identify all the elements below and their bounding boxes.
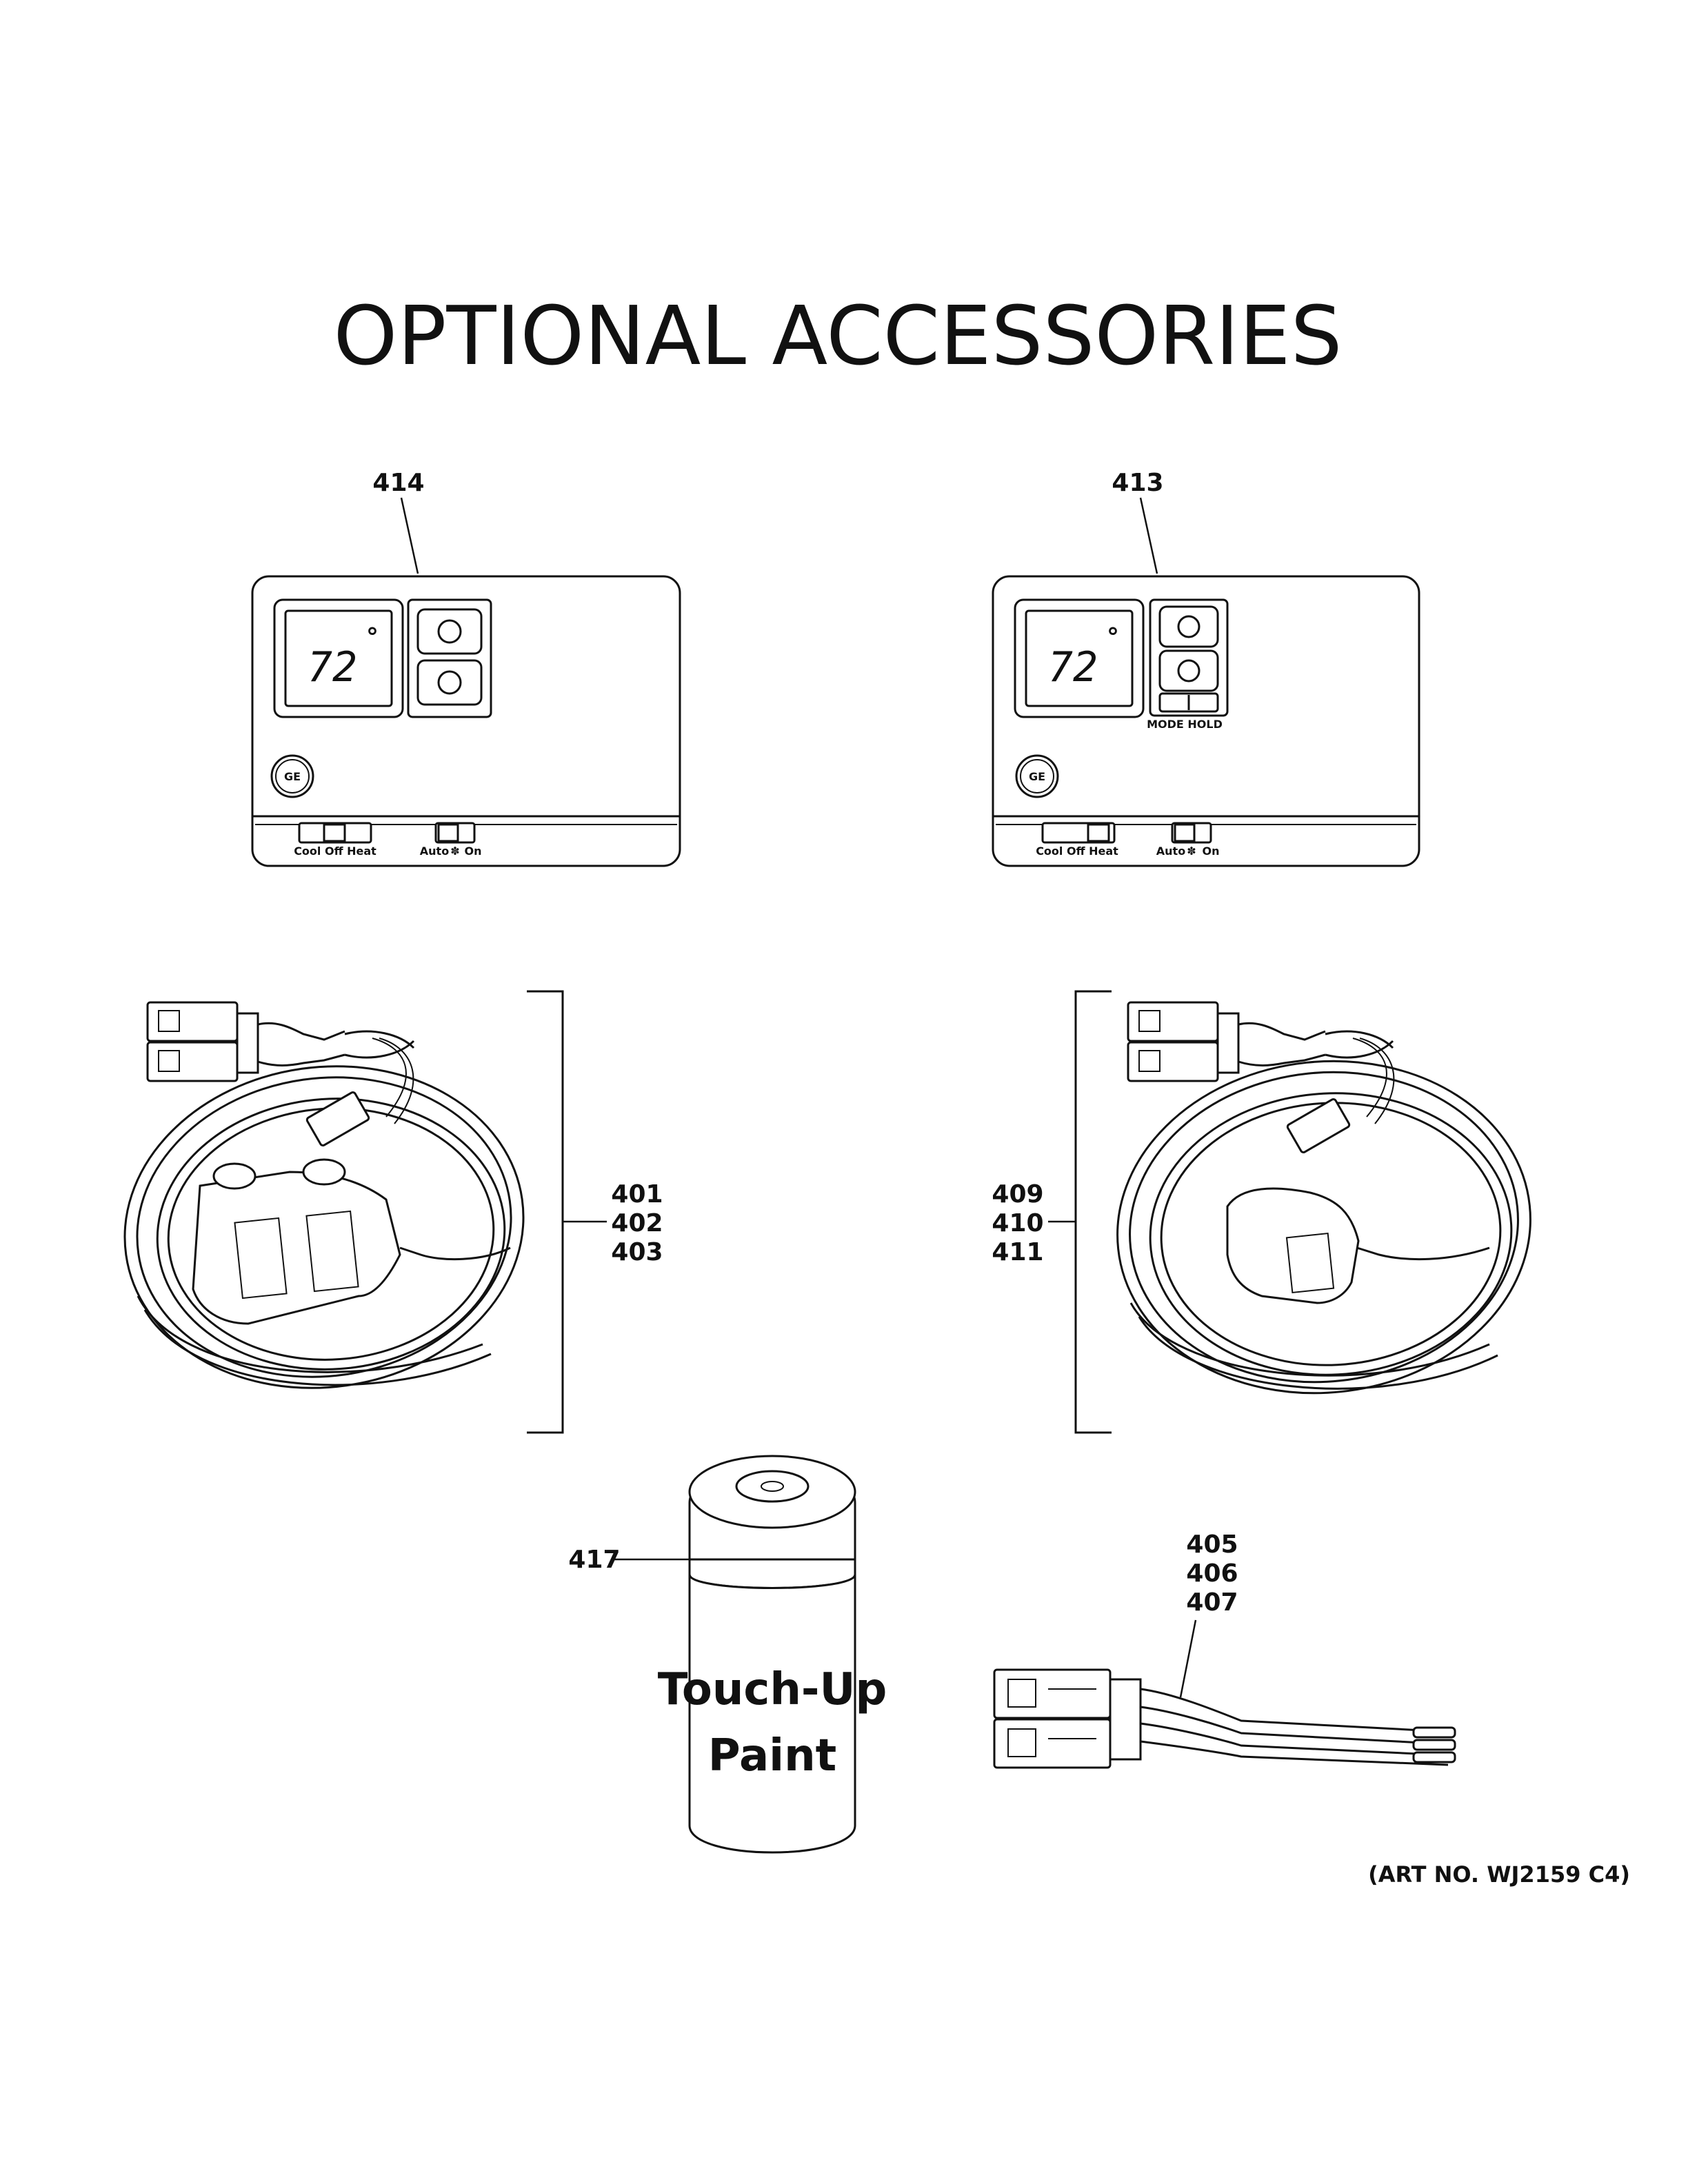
mode-switch[interactable] <box>298 822 372 844</box>
callout-409: 409 <box>992 1180 1043 1209</box>
callout-413: 413 <box>1112 469 1163 497</box>
small-plug-icon <box>305 1038 414 1146</box>
fan-icon: ✽ <box>1187 845 1196 858</box>
harness-connector <box>1127 1001 1326 1082</box>
callout-411: 411 <box>992 1238 1043 1266</box>
fan-icon: ✽ <box>450 845 459 858</box>
wire-connector-harness: 405 406 407 <box>993 1530 1456 1769</box>
callout-402: 402 <box>611 1209 663 1237</box>
touch-up-paint-can: Touch-Up Paint 417 <box>568 1455 887 1854</box>
fan-switch-label-on: On <box>1203 845 1220 858</box>
harness-connector <box>146 1001 345 1082</box>
mode-switch[interactable] <box>1041 822 1116 844</box>
fan-switch[interactable] <box>434 822 476 844</box>
lcd-degree: ° <box>1107 623 1119 651</box>
svg-text:GE: GE <box>284 770 301 783</box>
art-number: (ART NO. WJ2159 C4) <box>1368 1861 1630 1888</box>
down-button[interactable] <box>1158 649 1219 692</box>
ge-logo-icon: GE <box>270 754 314 798</box>
up-button[interactable] <box>416 608 483 655</box>
callout-407: 407 <box>1186 1588 1238 1617</box>
mode-switch-label: Cool Off Heat <box>294 845 376 858</box>
wired-remote-two-button: 401 402 403 <box>123 990 663 1434</box>
callout-401: 401 <box>611 1180 663 1209</box>
mode-hold-label: MODE HOLD <box>1147 718 1223 731</box>
fan-switch-label-on: On <box>465 845 482 858</box>
up-button[interactable] <box>1158 605 1219 648</box>
callout-417: 417 <box>568 1546 620 1574</box>
ge-logo-icon: GE <box>1015 754 1059 798</box>
page-title: OPTIONAL ACCESSORIES <box>334 288 1343 383</box>
lcd-degree: ° <box>366 623 379 651</box>
svg-text:GE: GE <box>1029 770 1045 783</box>
down-button[interactable] <box>416 659 483 706</box>
fan-switch-label-auto: Auto <box>1156 845 1185 858</box>
small-plug-icon <box>1286 1038 1395 1153</box>
remote-control-body <box>1226 1187 1490 1304</box>
lcd-temperature: 72 <box>308 643 357 691</box>
callout-406: 406 <box>1186 1559 1238 1588</box>
callout-410: 410 <box>992 1209 1043 1237</box>
fan-switch[interactable] <box>1171 822 1212 844</box>
callout-405: 405 <box>1186 1530 1238 1559</box>
callout-414: 414 <box>372 469 424 497</box>
callout-403: 403 <box>611 1238 663 1266</box>
thermostat-413: 413 72 ° MODE HOLD GE <box>992 469 1420 867</box>
mode-hold-button[interactable] <box>1158 692 1219 713</box>
paint-label-line1: Touch-Up <box>658 1664 887 1715</box>
mode-switch-label: Cool Off Heat <box>1036 845 1118 858</box>
wired-remote-one-button: 409 410 411 <box>992 990 1531 1434</box>
paint-label-line2: Paint <box>708 1730 836 1781</box>
fan-switch-label-auto: Auto <box>420 845 449 858</box>
thermostat-414: 414 72 ° GE Cool Off Heat <box>251 469 681 867</box>
lcd-temperature: 72 <box>1048 643 1098 691</box>
remote-control-body <box>192 1158 511 1325</box>
